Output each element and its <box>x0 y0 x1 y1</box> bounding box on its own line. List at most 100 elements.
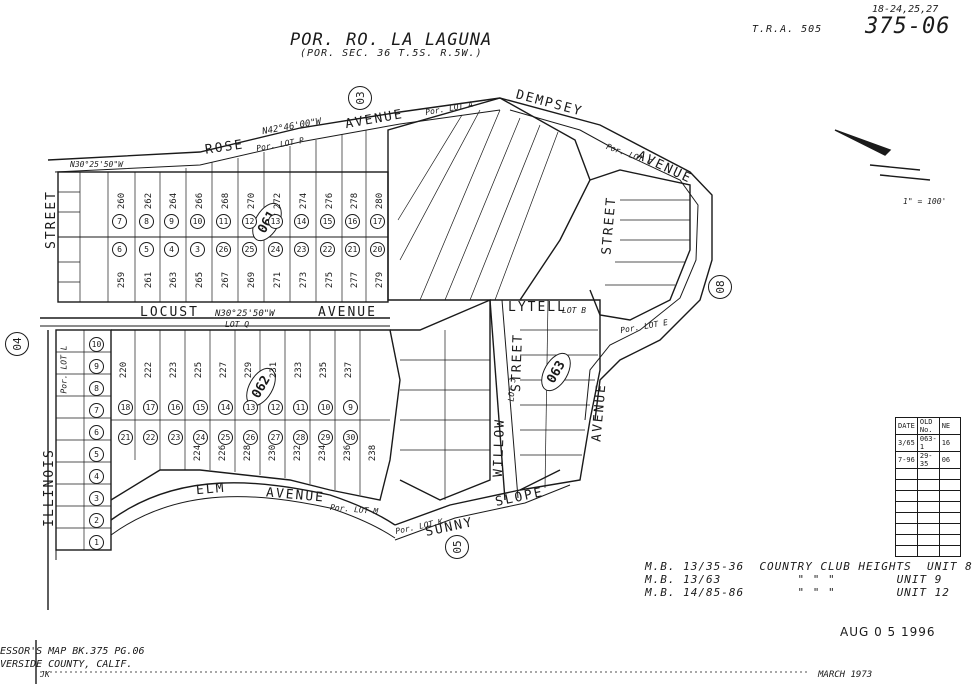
table-cell: 3/65 <box>895 434 918 452</box>
adjacent-page-04: 04 <box>5 332 29 356</box>
adjacent-page-05: 05 <box>445 535 469 559</box>
parcel-number: 5 <box>89 447 104 462</box>
lot-number: 273 <box>299 271 310 289</box>
parcel-number: 7 <box>89 403 104 418</box>
parcel-number: 13 <box>243 400 258 415</box>
block-063-outline <box>519 299 601 491</box>
parcel-number: 8 <box>89 381 104 396</box>
lot-number: 222 <box>144 361 155 379</box>
parcel-number: 17 <box>370 214 385 229</box>
map-title: POR. RO. LA LAGUNA <box>290 30 493 50</box>
north-arrow <box>834 129 892 156</box>
parcel-number: 21 <box>345 242 360 257</box>
lot-number: 265 <box>195 271 206 289</box>
map-ref-book: M.B. 13/63 <box>645 573 722 586</box>
elm-avenue-line <box>110 482 396 526</box>
parcel-number: 4 <box>89 469 104 484</box>
table-cell: 16 <box>938 434 961 452</box>
parcel-number: 22 <box>143 430 158 445</box>
street-locust: LOCUST <box>140 305 199 320</box>
map-ref-unit: UNIT 12 <box>896 586 950 599</box>
lot-number: 223 <box>169 361 180 379</box>
lot-number: 238 <box>368 444 379 462</box>
rose-avenue-line <box>47 97 501 161</box>
lot-number: 237 <box>344 361 355 379</box>
map-ref-name: COUNTRY CLUB HEIGHTS <box>759 560 912 573</box>
parcel-number: 27 <box>268 430 283 445</box>
parcel-number: 15 <box>320 214 335 229</box>
map-ref-name: " " " <box>797 586 836 599</box>
street-locust-avenue: AVENUE <box>318 305 377 320</box>
parcel-number: 28 <box>293 430 308 445</box>
table-cell: 29-35 <box>916 451 940 469</box>
parcel-number: 14 <box>218 400 233 415</box>
street-lytell: LYTELL <box>508 300 567 315</box>
bearing-top-left: N30°25'50"W <box>70 160 123 169</box>
lot-number: 268 <box>221 192 232 210</box>
map-number: 375-06 <box>865 14 951 39</box>
parcel-number: 5 <box>139 242 154 257</box>
footer-line-2: VERSIDE COUNTY, CALIF. <box>0 659 133 670</box>
lot-number: 271 <box>273 271 284 289</box>
parcel-number: 2 <box>89 513 104 528</box>
parcel-number: 24 <box>193 430 208 445</box>
parcel-number: 10 <box>318 400 333 415</box>
street-elm: ELM <box>195 480 227 499</box>
willow-street-line <box>489 299 506 501</box>
parcel-number: 15 <box>193 400 208 415</box>
map-ref-1: M.B. 13/35-36 COUNTRY CLUB HEIGHTS UNIT … <box>645 560 973 573</box>
dempsey-avenue-line <box>499 97 713 421</box>
parcel-number: 6 <box>89 425 104 440</box>
parcel-number: 21 <box>118 430 133 445</box>
footer-line-3: JK <box>40 670 50 679</box>
lot-number: 229 <box>244 361 255 379</box>
lot-number: 262 <box>144 192 155 210</box>
sunny-slope-line <box>394 469 561 526</box>
lot-number: 234 <box>318 444 329 462</box>
parcel-number: 16 <box>168 400 183 415</box>
block-062-outline <box>110 329 401 501</box>
lot-l-label: Por. LOT L <box>59 345 69 394</box>
parcel-number: 25 <box>242 242 257 257</box>
map-ref-unit: UNIT 9 <box>896 573 943 586</box>
parcel-number: 11 <box>216 214 231 229</box>
map-ref-book: M.B. 14/85-86 <box>645 586 745 599</box>
change-table: DATE OLD No. NE 3/65 063-1 16 7-96 29-35… <box>895 417 961 557</box>
street-willow: WILLOW <box>490 417 509 478</box>
lot-number: 261 <box>144 271 155 289</box>
bearing-locust: N30°25'50"W <box>215 309 275 319</box>
lot-number: 279 <box>375 271 386 289</box>
table-cell: 7-96 <box>895 451 918 469</box>
lot-number: 264 <box>169 192 180 210</box>
lot-number: 225 <box>194 361 205 379</box>
street-illinois: ILLINOIS <box>41 448 57 527</box>
lot-number: 272 <box>273 192 284 210</box>
parcel-number: 26 <box>216 242 231 257</box>
lot-number: 226 <box>218 444 229 462</box>
map-ref-2: M.B. 13/63 " " " UNIT 9 <box>645 573 942 586</box>
adjacent-page-03: 03 <box>348 86 372 110</box>
table-header-ne: NE <box>938 417 961 435</box>
map-ref-3: M.B. 14/85-86 " " " UNIT 12 <box>645 586 950 599</box>
tra-label: T.R.A. 505 <box>752 24 823 35</box>
parcel-number: 16 <box>345 214 360 229</box>
parcel-number: 12 <box>268 400 283 415</box>
parcel-number: 30 <box>343 430 358 445</box>
parcel-number: 23 <box>294 242 309 257</box>
lot-number: 275 <box>325 271 336 289</box>
parcel-number: 17 <box>143 400 158 415</box>
parcel-number: 29 <box>318 430 333 445</box>
lot-number: 269 <box>247 271 258 289</box>
map-ref-book: M.B. 13/35-36 <box>645 560 745 573</box>
table-cell: 063-1 <box>916 434 940 452</box>
lot-number: 235 <box>319 361 330 379</box>
lot-number: 266 <box>195 192 206 210</box>
parcel-number: 12 <box>242 214 257 229</box>
parcel-number: 22 <box>320 242 335 257</box>
parcel-number: 3 <box>190 242 205 257</box>
lot-number: 277 <box>350 271 361 289</box>
lot-b-label: LOT B <box>562 306 587 315</box>
lot-number: 280 <box>375 192 386 210</box>
parcel-number: 26 <box>243 430 258 445</box>
